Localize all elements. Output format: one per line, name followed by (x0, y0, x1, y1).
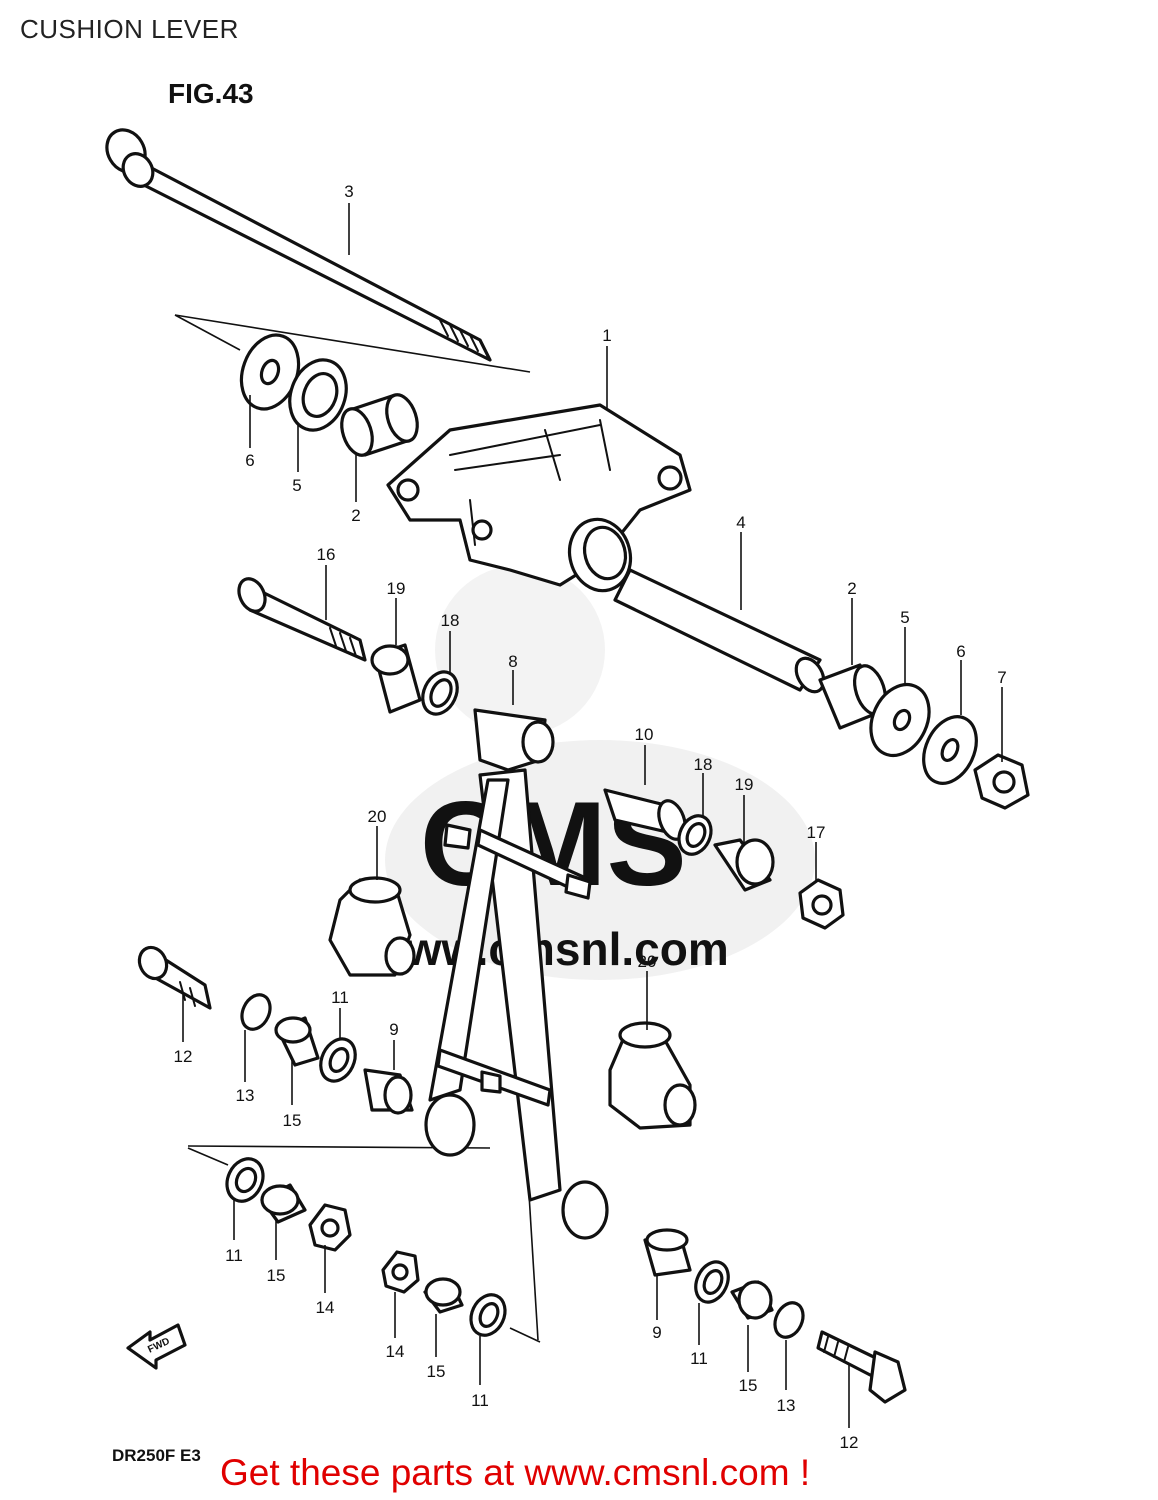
callout-15: 15 (267, 1266, 286, 1285)
callout-2: 2 (351, 506, 360, 525)
callout-17: 17 (807, 823, 826, 842)
parts-shop-link[interactable]: Get these parts at www.cmsnl.com ! (220, 1452, 811, 1493)
callout-1: 1 (602, 326, 611, 345)
part-16-bolt (237, 577, 367, 662)
part-1-cushion-lever (386, 403, 692, 593)
callout-12: 12 (174, 1047, 193, 1066)
part-9-spacer-right (643, 1228, 692, 1277)
callout-5: 5 (900, 608, 909, 627)
guide-line (187, 1147, 229, 1166)
model-code: DR250F E3 (112, 1446, 201, 1465)
callout-15: 15 (283, 1111, 302, 1130)
callout-6: 6 (245, 451, 254, 470)
part-14-nut-lower (308, 1203, 352, 1252)
part-9-spacer-left (363, 1068, 414, 1115)
callout-19: 19 (735, 775, 754, 794)
part-5-seal-right (869, 682, 931, 758)
part-15-collar-left (274, 1016, 320, 1067)
part-11-ring-left (319, 1037, 357, 1083)
callout-16: 16 (317, 545, 336, 564)
callout-14: 14 (386, 1342, 405, 1361)
callout-5: 5 (292, 476, 301, 495)
part-20-bushing-left (328, 876, 416, 977)
part-11-ring-lower (225, 1157, 265, 1203)
callout-11: 11 (331, 988, 349, 1007)
part-13-washer-left (240, 993, 272, 1031)
callout-2: 2 (847, 579, 856, 598)
part-11-ring-right (694, 1260, 730, 1304)
part-20-bushing-right (608, 1021, 697, 1130)
callout-9: 9 (652, 1323, 661, 1342)
callout-13: 13 (236, 1086, 255, 1105)
callout-8: 8 (508, 652, 517, 671)
callout-11: 11 (690, 1349, 708, 1368)
callout-11: 11 (225, 1246, 243, 1265)
part-10-spacer (603, 788, 687, 841)
part-6-washer-right (922, 715, 978, 785)
part-7-nut (973, 753, 1030, 810)
part-14-nut-mid (381, 1250, 420, 1294)
part-2-bearing-left (340, 393, 419, 457)
callout-numbers: 3 1 6 5 2 4 2 5 6 7 16 19 18 8 10 18 19 … (174, 182, 1007, 1452)
guide-line (174, 314, 531, 373)
part-12-bolt-left (137, 945, 212, 1010)
guide-line (527, 1177, 539, 1341)
watermark: CMS www.cmsnl.com (369, 565, 815, 980)
callout-20: 20 (368, 807, 387, 826)
part-11-ring-mid (469, 1293, 507, 1337)
callout-12: 12 (840, 1433, 859, 1452)
callout-15: 15 (739, 1376, 758, 1395)
callout-20: 20 (638, 952, 657, 971)
callout-15: 15 (427, 1362, 446, 1381)
guide-line (174, 314, 241, 351)
watermark-url: www.cmsnl.com (369, 923, 729, 975)
part-4-sleeve (613, 568, 826, 694)
callout-19: 19 (387, 579, 406, 598)
callout-3: 3 (344, 182, 353, 201)
guide-line (509, 1327, 541, 1343)
callout-9: 9 (389, 1020, 398, 1039)
part-19-collar-right (713, 838, 775, 892)
callout-10: 10 (635, 725, 654, 744)
callout-7: 7 (997, 668, 1006, 687)
alignment-guides (174, 314, 541, 1343)
part-5-seal-left (288, 358, 348, 432)
callout-18: 18 (441, 611, 460, 630)
callout-14: 14 (316, 1298, 335, 1317)
part-12-bolt-right (816, 1330, 907, 1404)
section-title: CUSHION LEVER (20, 14, 239, 44)
part-15-collar-mid (423, 1277, 464, 1314)
part-15-collar-right (730, 1280, 774, 1320)
direction-marker: FWD (126, 1323, 187, 1370)
callout-6: 6 (956, 642, 965, 661)
part-13-washer-right (773, 1301, 805, 1339)
part-8-cushion-rod (424, 708, 609, 1240)
callout-11: 11 (471, 1391, 489, 1410)
part-17-nut (798, 878, 845, 930)
callout-4: 4 (736, 513, 745, 532)
part-19-collar-left (370, 643, 422, 714)
leader-lines (182, 203, 1003, 1428)
callout-18: 18 (694, 755, 713, 774)
part-15-collar-lower (260, 1183, 307, 1224)
figure-label: FIG.43 (168, 78, 254, 109)
part-3-axle-bolt (105, 128, 492, 362)
callout-13: 13 (777, 1396, 796, 1415)
